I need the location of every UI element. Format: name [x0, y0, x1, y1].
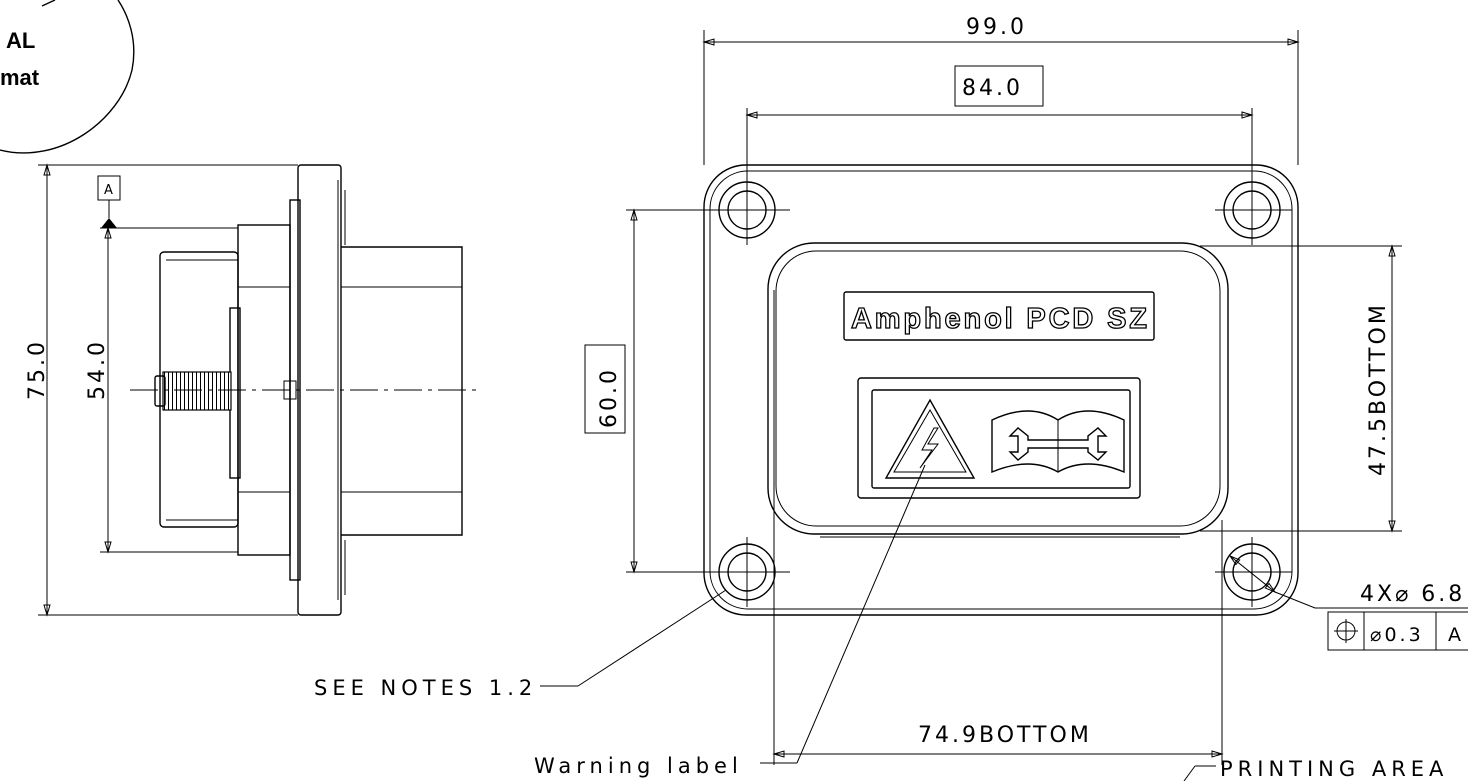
- high-voltage-icon: [884, 398, 976, 479]
- warning-label-text: Warning label: [534, 754, 743, 778]
- notes: SEE NOTES 1.2 Warning label PRINTING ARE…: [314, 464, 1448, 781]
- mounting-hole-top-right: [1215, 175, 1292, 245]
- position-symbol-icon: [1334, 619, 1358, 643]
- see-notes-label: SEE NOTES 1.2: [314, 676, 537, 700]
- datum-triangle-icon: [101, 218, 117, 228]
- printing-area-label: PRINTING AREA: [1220, 757, 1448, 781]
- overall-height-dimension: 75.0: [25, 339, 50, 400]
- bottom-height-dimension: 47.5BOTTOM: [1366, 302, 1391, 476]
- approval-stamp: AL mat: [0, 0, 135, 154]
- stamp-line-1: AL: [6, 28, 35, 53]
- front-view: Amphenol PCD SZ 99.0 84.0: [584, 15, 1468, 765]
- side-view: 75.0 54.0 A: [25, 163, 480, 617]
- position-tolerance-frame: [1327, 611, 1468, 651]
- manual-wrench-icon: [991, 410, 1125, 474]
- bottom-width-dimension: 74.9BOTTOM: [918, 723, 1092, 748]
- inner-height-dimension: 54.0: [85, 339, 110, 400]
- hole-spacing-height-dimension: 60.0: [597, 367, 622, 428]
- overall-width-dimension: 99.0: [966, 15, 1027, 40]
- brand-label-box: [843, 291, 1155, 341]
- hole-height-box: [584, 344, 626, 434]
- mounting-hole-bottom-right: [1215, 537, 1292, 607]
- warning-label: [857, 377, 1141, 499]
- hole-spacing-width-dimension: 84.0: [962, 76, 1023, 101]
- brand-label: Amphenol PCD SZ: [851, 303, 1147, 335]
- hole-diameter-callout: 4X⌀ 6.8: [1360, 582, 1465, 607]
- hole-width-box: [954, 65, 1044, 107]
- datum-label: A: [104, 183, 113, 198]
- stamp-line-2: mat: [0, 65, 40, 90]
- position-tolerance-datum: A: [1448, 624, 1464, 646]
- position-tolerance-value: ⌀0.3: [1370, 624, 1424, 646]
